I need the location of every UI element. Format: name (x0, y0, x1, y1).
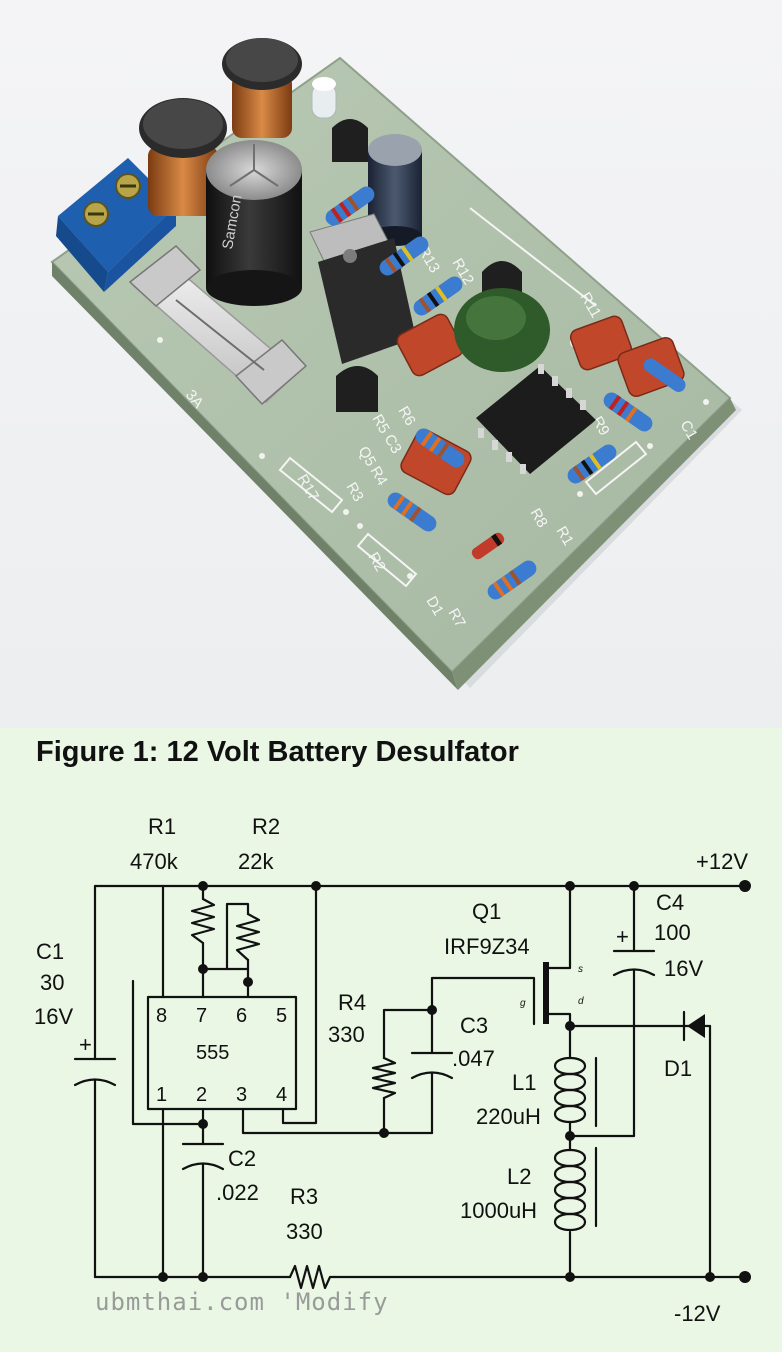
label-c4-value: 100 (654, 920, 691, 945)
capacitor-c2-symbol (181, 1142, 225, 1171)
label-r1-value: 470k (130, 849, 179, 874)
pcb-edge (52, 262, 458, 690)
solder-holes (157, 337, 709, 579)
terminal-negative (739, 1271, 751, 1283)
watermark-text: ubmthai.com 'Modify (95, 1288, 389, 1316)
resistor-r3-symbol (288, 1264, 337, 1290)
label-r2-value: 22k (238, 849, 274, 874)
capacitor-c4-symbol: + (612, 924, 656, 977)
svg-text:+: + (616, 924, 629, 949)
label-r4-value: 330 (328, 1022, 365, 1047)
svg-text:g: g (520, 998, 526, 1009)
terminal-block (56, 158, 176, 292)
label-c3-name: C3 (460, 1013, 488, 1038)
ic-pin-6: 6 (236, 1005, 247, 1027)
diode-d1-symbol (682, 1010, 705, 1042)
ic-pin-8: 8 (156, 1005, 167, 1027)
junction-dots (158, 880, 751, 1283)
ic-label: 555 (196, 1042, 229, 1064)
led (311, 77, 337, 119)
resistors (325, 186, 686, 600)
ceramic-capacitor (454, 288, 550, 372)
pcb-edge-right (452, 398, 736, 690)
label-r1-name: R1 (148, 814, 176, 839)
ic-555-box (146, 995, 298, 1111)
capacitor-c1-symbol: + (73, 1032, 117, 1087)
ic-pin-2: 2 (196, 1084, 207, 1106)
label-q1-part: IRF9Z34 (444, 934, 530, 959)
ic-pin-5: 5 (276, 1005, 287, 1027)
label-c4-rating: 16V (664, 956, 703, 981)
label-c1-name: C1 (36, 939, 64, 964)
label-c4-name: C4 (656, 890, 684, 915)
label-positive-supply: +12V (696, 849, 748, 874)
label-d1-name: D1 (664, 1056, 692, 1081)
figure-title: Figure 1: 12 Volt Battery Desulfator (36, 736, 519, 768)
capacitor-c3-symbol (410, 1051, 454, 1080)
label-l1-name: L1 (512, 1070, 536, 1095)
mosfet-q1-symbol: s g d (520, 962, 584, 1026)
inductor-large (139, 98, 227, 216)
desulfator-board-photo: 3A R17 R2 R3 R4 R5 R6 R7 R8 R1 R9 D1 C3 … (0, 0, 782, 728)
label-r3-value: 330 (286, 1219, 323, 1244)
ic-pin-4: 4 (276, 1084, 287, 1106)
resistor-r1-symbol (190, 897, 216, 945)
label-negative-supply: -12V (674, 1301, 721, 1326)
schematic-diagram: 8 7 6 5 555 1 2 3 4 + + (34, 814, 751, 1326)
label-r2-name: R2 (252, 814, 280, 839)
svg-text:s: s (578, 964, 583, 975)
inductor-l1-symbol (553, 1056, 598, 1138)
diode-component (471, 532, 505, 560)
label-r4-name: R4 (338, 990, 366, 1015)
svg-text:+: + (79, 1032, 92, 1057)
label-q1-name: Q1 (472, 899, 501, 924)
ic-pin-1: 1 (156, 1084, 167, 1106)
label-c1-value: 30 (40, 970, 64, 995)
resistor-r4-symbol (371, 1056, 397, 1100)
ic-pin-7: 7 (196, 1005, 207, 1027)
label-l1-value: 220uH (476, 1104, 541, 1129)
label-r3-name: R3 (290, 1184, 318, 1209)
label-l2-value: 1000uH (460, 1198, 537, 1223)
resistor-r2-symbol (235, 912, 261, 962)
terminal-positive (739, 880, 751, 892)
electrolytic-capacitor-large: Samcon (206, 140, 302, 306)
label-c1-rating: 16V (34, 1004, 73, 1029)
label-c2-value: .022 (216, 1180, 259, 1205)
schematic-wires (93, 884, 747, 1279)
label-l2-name: L2 (507, 1164, 531, 1189)
label-c2-name: C2 (228, 1146, 256, 1171)
label-c3-value: .047 (452, 1046, 495, 1071)
ic-pin-3: 3 (236, 1084, 247, 1106)
inductor-l2-symbol (553, 1146, 598, 1232)
svg-text:d: d (578, 996, 584, 1007)
ic-555-chip (476, 364, 596, 474)
fuse (128, 245, 308, 406)
schematic-panel: Figure 1: 12 Volt Battery Desulfator (0, 728, 782, 1352)
inductor-small (222, 38, 302, 138)
silkscreen-outlines (278, 207, 648, 588)
